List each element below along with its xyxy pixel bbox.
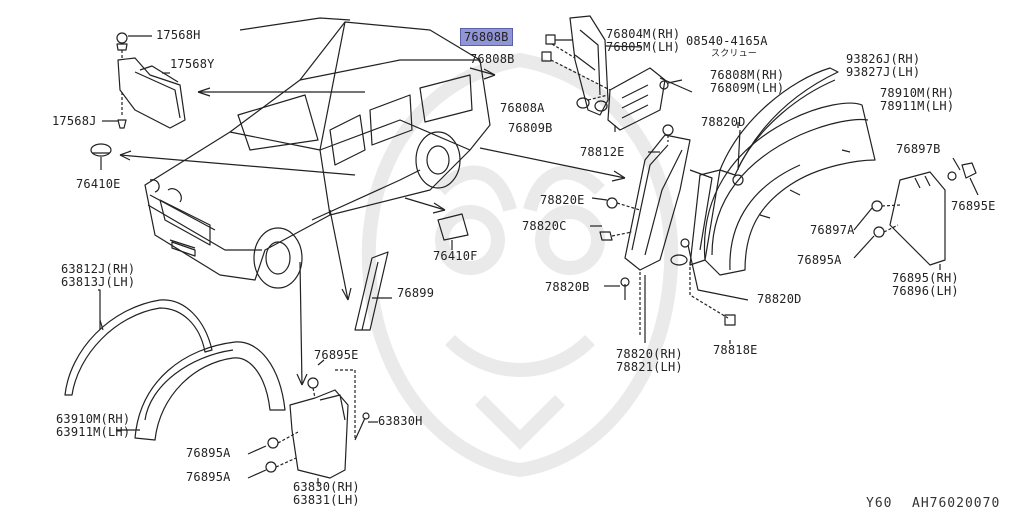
label-63831: 63831(LH)	[293, 493, 360, 507]
arch-molding-63812j	[64, 299, 213, 396]
label-76895: 76895(RH)	[892, 271, 959, 285]
label-76809b: 76809B	[508, 121, 553, 135]
label-76808b: 76808B	[470, 52, 515, 66]
plate-76808m	[607, 67, 666, 132]
label-78820b: 78820B	[545, 280, 590, 294]
fender-arch-93826j	[719, 67, 839, 176]
label-76896: 76896(LH)	[892, 284, 959, 298]
label-78820: 78820(RH)	[616, 347, 683, 361]
fender-flare-63910m	[134, 341, 286, 441]
label-76808a: 76808A	[500, 101, 545, 115]
label-78910m: 78910M(RH)	[880, 86, 955, 100]
label-78820d-bottom: 78820D	[757, 292, 802, 306]
label-93827j: 93827J(LH)	[846, 65, 921, 79]
mud-flap-63830	[289, 389, 349, 479]
vehicle-illustration	[144, 17, 491, 289]
label-63813j: 63813J(LH)	[61, 275, 136, 289]
label-63910m: 63910M(RH)	[56, 412, 131, 426]
label-63911m: 63911M(LH)	[56, 425, 131, 439]
strip-76899	[354, 251, 392, 331]
fender-flare-78910m	[703, 102, 876, 276]
label-17568y: 17568Y	[170, 57, 215, 71]
footer-model: Y60	[866, 496, 893, 511]
label-76804m: 76804M(RH)	[606, 27, 681, 41]
watermark-emblem	[361, 52, 679, 478]
label-76410e: 76410E	[76, 177, 121, 191]
label-76895a-right: 76895A	[797, 253, 842, 267]
bracket-17568y	[117, 57, 186, 129]
label-78821: 78821(LH)	[616, 360, 683, 374]
label-76899: 76899	[397, 286, 435, 300]
label-17568h: 17568H	[156, 28, 201, 42]
label-78818e: 78818E	[713, 343, 758, 357]
label-78820d-top: 78820D	[701, 115, 746, 129]
bracket-76804m	[569, 15, 609, 116]
label-76895e-right: 76895E	[951, 199, 996, 213]
mud-flap-76895	[889, 171, 946, 266]
label-78820c: 78820C	[522, 219, 567, 233]
label-08540-4165a: 08540-4165A	[686, 34, 768, 48]
label-screw-jp: スクリュー	[711, 49, 758, 59]
label-76895a-left-2: 76895A	[186, 470, 231, 484]
label-78820e: 78820E	[540, 193, 585, 207]
label-78812e: 78812E	[580, 145, 625, 159]
label-76808m: 76808M(RH)	[710, 68, 785, 82]
label-78911m: 78911M(LH)	[880, 99, 955, 113]
label-76805m: 76805M(LH)	[606, 40, 681, 54]
label-63830h: 63830H	[378, 414, 423, 428]
label-63812j: 63812J(RH)	[61, 262, 136, 276]
label-93826j: 93826J(RH)	[846, 52, 921, 66]
label-76897a: 76897A	[810, 223, 855, 237]
label-76809m: 76809M(LH)	[710, 81, 785, 95]
label-76897b: 76897B	[896, 142, 941, 156]
mud-flap-78820	[624, 134, 721, 271]
footer-code: AH76020070	[912, 496, 1001, 511]
label-76410f: 76410F	[433, 249, 478, 263]
label-76895e-left: 76895E	[314, 348, 359, 362]
label-76808b-highlighted[interactable]: 76808B	[460, 28, 513, 46]
label-17568j: 17568J	[52, 114, 97, 128]
label-63830: 63830(RH)	[293, 480, 360, 494]
label-76895a-left-1: 76895A	[186, 446, 231, 460]
